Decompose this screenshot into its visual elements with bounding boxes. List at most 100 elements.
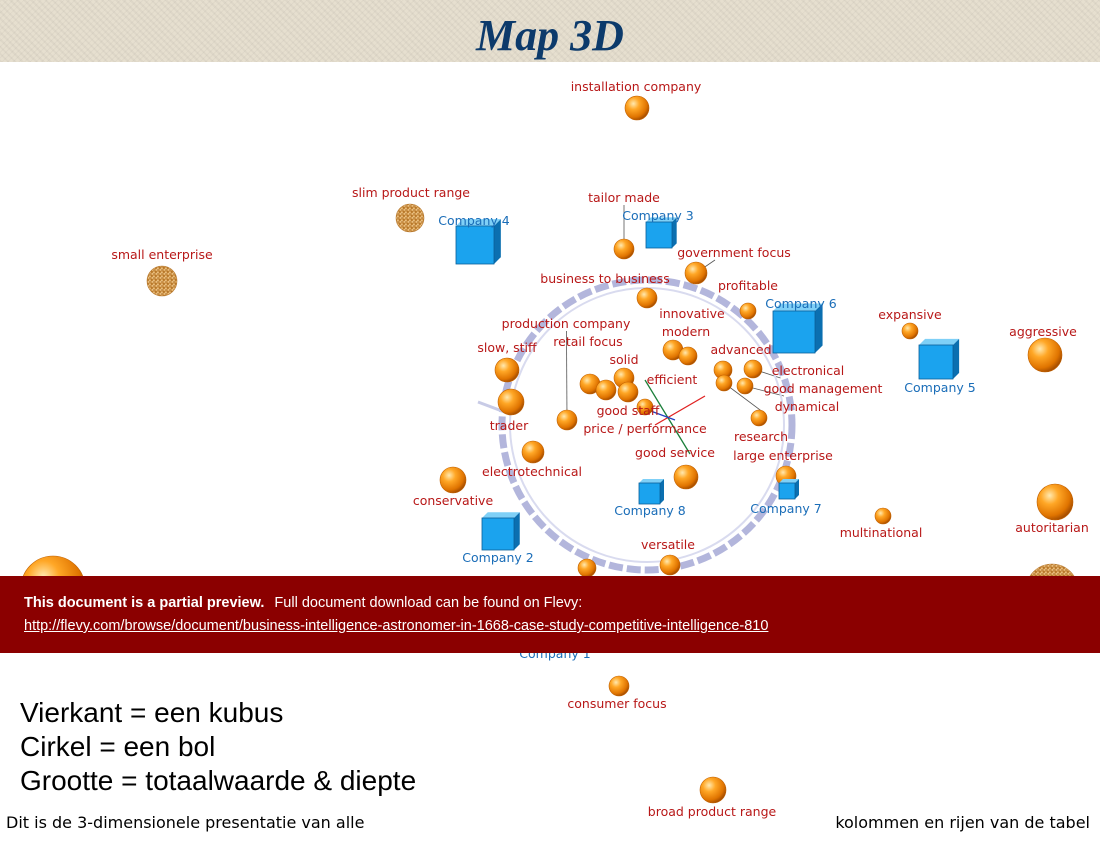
sphere-tailor-made (613, 238, 635, 260)
attribute-label-solid: solid (609, 352, 638, 367)
cube-company-3-side (672, 217, 677, 248)
cube-company-5-top (919, 338, 960, 345)
attribute-label-broad-product-range: broad product range (648, 804, 777, 819)
title-band (0, 0, 1100, 62)
cube-company-2-top (482, 512, 520, 518)
page-title: Map 3D (476, 11, 624, 60)
sphere-modern (678, 346, 698, 366)
attribute-label-government-focus: government focus (677, 245, 791, 260)
attribute-label-efficient: efficient (647, 372, 698, 387)
attribute-label-advanced: advanced (710, 342, 771, 357)
attribute-label-good-staff: good staff (597, 403, 660, 418)
attribute-label-electronical: electronical (772, 363, 845, 378)
banner-text: Full document download can be found on F… (274, 595, 583, 611)
sphere-aggressive (1027, 337, 1063, 373)
attribute-label-research: research (734, 429, 788, 444)
sphere-installation-company (624, 95, 650, 121)
cube-company-7-front (778, 482, 796, 500)
attribute-label-modern: modern (662, 324, 710, 339)
legend-size: Grootte = totaalwaarde & diepte (20, 765, 417, 796)
attribute-label-large-enterprise: large enterprise (733, 448, 833, 463)
attribute-label-tailor-made: tailor made (588, 190, 660, 205)
sphere-unlabeled-1 (23, 555, 83, 576)
cube-company-2 (481, 512, 520, 551)
attribute-label-small-enterprise: small enterprise (111, 247, 213, 262)
cube-company-6-top (773, 303, 823, 311)
attribute-label-installation-company: installation company (571, 79, 702, 94)
legend-square: Vierkant = een kubus (20, 697, 284, 728)
banner-download-link[interactable]: http://flevy.com/browse/document/busines… (24, 618, 769, 634)
attribute-label-aggressive: aggressive (1009, 324, 1077, 339)
sphere-consumer-focus (608, 675, 630, 697)
sphere-production-company (556, 409, 578, 431)
attribute-label-electrotechnical: electrotechnical (482, 464, 582, 479)
sphere-multinational (874, 507, 892, 525)
cube-company-4 (455, 219, 501, 265)
attribute-label-innovative: innovative (659, 306, 725, 321)
attribute-label-production-company: production company (502, 316, 631, 331)
sphere-expansive (901, 322, 919, 340)
sphere-research (750, 409, 768, 427)
attribute-label-consumer-focus: consumer focus (567, 696, 666, 711)
sphere-good-service (673, 464, 699, 490)
attribute-label-slim-product-range: slim product range (352, 185, 470, 200)
sphere-autoritarian (1036, 483, 1074, 521)
attribute-label-retail-focus: retail focus (553, 334, 622, 349)
preview-banner: This document is a partial preview. Full… (0, 576, 1100, 653)
cube-company-6 (772, 303, 823, 354)
sphere-slow-stiff (494, 357, 520, 383)
attribute-label-multinational: multinational (840, 525, 923, 540)
cube-company-5-side (953, 338, 960, 379)
sphere-government-focus (684, 261, 708, 285)
cube-company-7-side (795, 479, 799, 499)
attribute-label-expansive: expansive (878, 307, 942, 322)
cube-company-7-top (779, 479, 799, 483)
attribute-label-slow-stiff: slow, stiff (477, 340, 537, 355)
cube-company-2-front (481, 517, 515, 551)
sphere-electrotechnical (521, 440, 545, 464)
sphere-good-staff (595, 379, 617, 401)
sphere-slim-product-range (395, 203, 425, 233)
sphere-price-performance (636, 398, 654, 416)
footer-right-text: kolommen en rijen van de tabel (835, 813, 1090, 832)
cube-company-5 (918, 338, 960, 380)
company-label-company-3: Company 3 (622, 208, 693, 223)
cube-company-4-front (455, 225, 495, 265)
sphere-versatile (659, 554, 681, 576)
attribute-label-price-performance: price / performance (583, 421, 707, 436)
axis-line-red (654, 395, 706, 426)
cube-company-5-front (918, 344, 954, 380)
sphere-efficient (617, 381, 639, 403)
banner-message: This document is a partial preview. Full… (24, 595, 582, 611)
cube-company-6-side (815, 303, 823, 353)
company-label-company-2: Company 2 (462, 550, 533, 565)
cube-company-6-front (772, 310, 816, 354)
sphere-small-enterprise (146, 265, 178, 297)
company-label-company-7: Company 7 (750, 501, 821, 516)
orbit-ring (498, 276, 796, 574)
cube-company-3 (645, 217, 677, 249)
cube-company-4-top (456, 219, 501, 226)
company-label-company-5: Company 5 (904, 380, 975, 395)
attribute-label-profitable: profitable (718, 278, 778, 293)
cube-company-8-side (660, 479, 664, 504)
attribute-label-good-management: good management (764, 381, 883, 396)
legend-circle: Cirkel = een bol (20, 731, 216, 762)
company-label-company-4: Company 4 (438, 213, 509, 228)
attribute-label-autoritarian: autoritarian (1015, 520, 1089, 535)
cube-company-4-side (494, 219, 501, 264)
sphere-unlabeled-2 (1029, 563, 1075, 576)
attribute-label-versatile: versatile (641, 537, 695, 552)
sphere-broad-product-range (699, 776, 727, 804)
cube-company-3-top (646, 217, 677, 222)
company-label-company-6: Company 6 (765, 296, 836, 311)
sphere-trader (497, 388, 525, 416)
connector-production-company (566, 330, 568, 421)
sphere-good-management (736, 377, 754, 395)
attribute-label-trader: trader (490, 418, 529, 433)
sphere-dynamical (715, 374, 733, 392)
legend: Vierkant = een kubus Cirkel = een bol Gr… (20, 696, 416, 798)
attribute-label-dynamical: dynamical (775, 399, 840, 414)
footer-left-text: Dit is de 3-dimensionele presentatie van… (6, 813, 365, 832)
